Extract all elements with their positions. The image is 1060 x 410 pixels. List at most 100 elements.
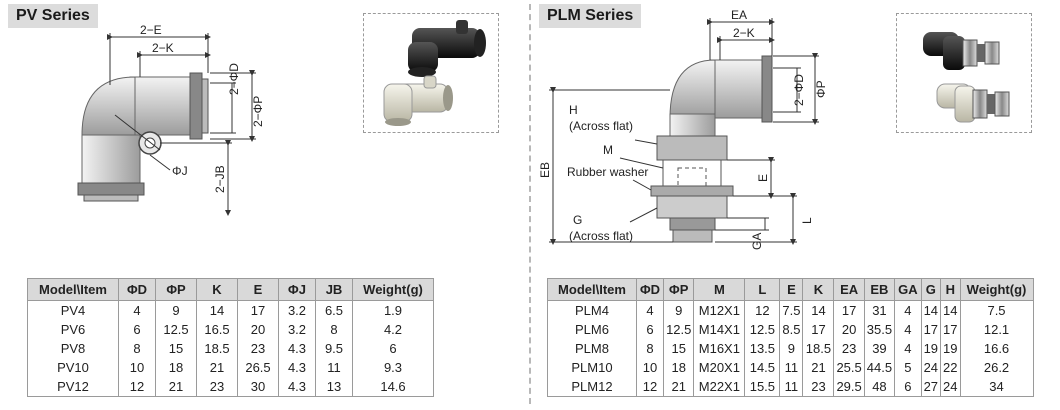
plm-dim-l: L (800, 217, 814, 224)
pv-photo-illustration (383, 20, 486, 126)
plm-table-cell: M14X1 (693, 320, 746, 339)
pv-table-cell: 3.2 (278, 320, 316, 339)
plm-table-cell: M16X1 (693, 339, 746, 358)
plm-col-header: H (940, 278, 961, 301)
pv-table-cell: PV4 (27, 300, 119, 320)
plm-col-header: GA (894, 278, 922, 301)
plm-col-header: ΦP (663, 278, 695, 301)
pv-black-fitting-image (408, 20, 486, 77)
plm-col-header: M (693, 278, 746, 301)
plm-table-cell: 39 (863, 339, 896, 358)
pv-table-cell: 4.3 (278, 339, 316, 358)
plm-table-cell: 10 (635, 358, 665, 377)
plm-label-h: H (569, 103, 578, 117)
pv-table-cell: 6 (352, 339, 434, 358)
pv-col-header: ΦP (155, 278, 197, 301)
plm-col-header: Weight(g) (959, 278, 1034, 301)
plm-table-cell: 12.1 (959, 320, 1034, 339)
plm-col-header: G (920, 278, 942, 301)
pv-col-header: JB (315, 278, 353, 301)
plm-dim-e: E (756, 174, 770, 182)
plm-table-cell: 18 (663, 358, 695, 377)
pv-table-cell: 26.5 (237, 358, 279, 377)
plm-table-cell: 21 (663, 377, 695, 397)
plm-table-cell: 12 (635, 377, 665, 397)
pv-table-cell: 11 (315, 358, 353, 377)
pv-dim-2jb: 2−JB (213, 165, 227, 193)
plm-technical-drawing: EA 2−K 2−ΦD ΦP H (Across flat) M Rubber … (538, 8, 828, 250)
plm-table-cell: 11 (779, 358, 804, 377)
pv-table-cell: PV12 (27, 377, 119, 397)
pv-elbow-body (77, 72, 209, 202)
plm-table-cell: 44.5 (863, 358, 896, 377)
pv-table-cell: 4.3 (278, 358, 316, 377)
pv-table-cell: PV6 (27, 320, 119, 339)
plm-col-header: E (779, 278, 804, 301)
plm-table-cell: 6 (894, 377, 922, 397)
plm-table-cell: 4 (894, 320, 922, 339)
plm-ivory-fitting-image (936, 83, 1010, 123)
plm-col-header: ΦD (635, 278, 665, 301)
pv-table-cell: 13 (315, 377, 353, 397)
pv-col-header: K (196, 278, 238, 301)
plm-table-cell: 5 (894, 358, 922, 377)
pv-table-cell: 18.5 (196, 339, 238, 358)
pv-table-cell: 12 (118, 377, 156, 397)
pv-table-cell: 8 (118, 339, 156, 358)
plm-table-cell: 16.6 (959, 339, 1034, 358)
plm-table-cell: 23 (802, 377, 835, 397)
pv-table-cell: 9.3 (352, 358, 434, 377)
pv-spec-table: Model\Item ΦD ΦP K E ΦJ JB Weight(g) PV4… (27, 278, 434, 397)
pv-technical-drawing: 2−E 2−K 2−ΦD 2−ΦP ΦJ 2−JB (77, 25, 265, 216)
pv-table-cell: 6.5 (315, 300, 353, 320)
plm-table-cell: PLM6 (547, 320, 637, 339)
plm-table-cell: PLM8 (547, 339, 637, 358)
pv-table-cell: 14.6 (352, 377, 434, 397)
pv-table-cell: PV8 (27, 339, 119, 358)
plm-label-g-sub: (Across flat) (569, 229, 633, 243)
pv-table-cell: 4.3 (278, 377, 316, 397)
plm-table-cell: 18.5 (802, 339, 835, 358)
plm-col-header: EA (833, 278, 865, 301)
plm-col-header: K (802, 278, 835, 301)
pv-table-cell: 21 (155, 377, 197, 397)
plm-table-cell: 17 (940, 320, 961, 339)
plm-table-cell: 35.5 (863, 320, 896, 339)
plm-table-cell: 22 (940, 358, 961, 377)
plm-table-cell: 25.5 (833, 358, 865, 377)
plm-table-cell: 24 (940, 377, 961, 397)
pv-table-cell: 17 (237, 300, 279, 320)
pv-table-cell: 18 (155, 358, 197, 377)
pv-table-cell: 10 (118, 358, 156, 377)
plm-table-cell: 24 (920, 358, 942, 377)
pv-table-cell: 14 (196, 300, 238, 320)
plm-table-cell: 19 (940, 339, 961, 358)
pv-dim-2phip: 2−ΦP (251, 96, 265, 127)
plm-table-cell: 48 (863, 377, 896, 397)
plm-dim-phip: ΦP (814, 80, 828, 98)
plm-black-fitting-image (923, 32, 1000, 70)
pv-table-cell: 3.2 (278, 300, 316, 320)
pv-table-cell: 30 (237, 377, 279, 397)
plm-table-cell: 19 (920, 339, 942, 358)
plm-table-cell: 31 (863, 300, 896, 320)
plm-table-cell: 15 (663, 339, 695, 358)
pv-table-cell: 4 (118, 300, 156, 320)
pv-dim-phij: ΦJ (172, 164, 188, 178)
plm-dim-2phid: 2−ΦD (792, 74, 806, 106)
plm-label-g: G (573, 213, 582, 227)
pv-table-cell: 23 (237, 339, 279, 358)
pv-dim-2e: 2−E (140, 25, 162, 37)
plm-table-cell: 14 (940, 300, 961, 320)
pv-col-header: ΦD (118, 278, 156, 301)
plm-series-title: PLM Series (539, 4, 642, 28)
plm-dim-ea: EA (731, 8, 747, 22)
plm-col-header: EB (863, 278, 896, 301)
plm-table-cell: 8.5 (779, 320, 804, 339)
